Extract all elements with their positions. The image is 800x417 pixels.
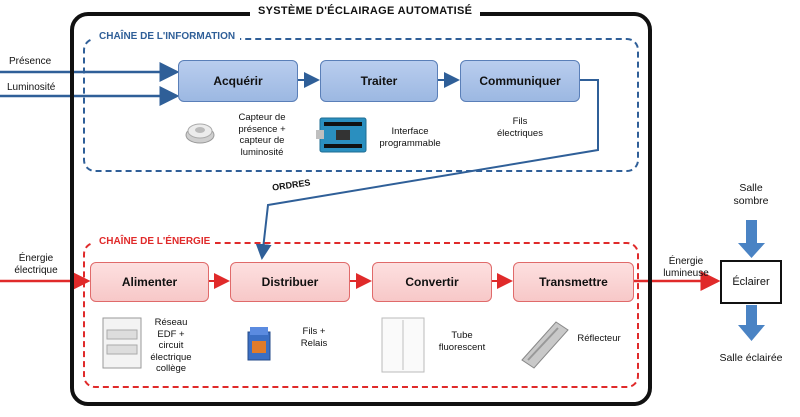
energie-electrique-label: Énergie électrique (14, 253, 58, 276)
caption-reseau: Réseau EDF + circuit électrique collège (150, 317, 192, 374)
block-alimenter: Alimenter (90, 262, 209, 302)
fluorescent-tube-icon (381, 317, 425, 373)
salle-sombre-arrow (738, 220, 765, 258)
block-communiquer: Communiquer (460, 60, 580, 102)
reflector-icon (521, 321, 569, 369)
energie-lumineuse-label: Énergie lumineuse (663, 256, 709, 279)
chain-energy-title: CHAÎNE DE L'ÉNERGIE (94, 236, 216, 247)
eclairer-box: Éclairer (720, 260, 782, 304)
caption-fils-relais: Fils + Relais (300, 326, 328, 349)
luminosite-label: Luminosité (7, 82, 56, 93)
electrical-panel-icon (102, 317, 142, 369)
caption-reflecteur: Réflecteur (577, 333, 621, 344)
caption-tube: Tube fluorescent (438, 330, 486, 353)
sensor-icon (185, 123, 215, 144)
block-convertir: Convertir (372, 262, 492, 302)
caption-capteur: Capteur de présence + capteur de luminos… (238, 112, 286, 158)
chain-energy-frame (83, 242, 639, 388)
block-transmettre: Transmettre (513, 262, 634, 302)
caption-interface: Interface programmable (379, 126, 441, 149)
block-distribuer: Distribuer (230, 262, 350, 302)
caption-fils-electriques: Fils électriques (497, 116, 543, 139)
relay-icon (247, 327, 271, 361)
arduino-board-icon (316, 117, 367, 153)
salle-eclairee-arrow (738, 305, 765, 341)
presence-label: Présence (9, 56, 52, 67)
ordres-arrow (255, 79, 599, 260)
salle-sombre-label: Salle sombre (733, 182, 769, 207)
block-traiter: Traiter (320, 60, 438, 102)
salle-eclairee-label: Salle éclairée (719, 352, 783, 364)
chain-information-frame (83, 38, 639, 172)
system-title: SYSTÈME D'ÉCLAIRAGE AUTOMATISÉ (250, 5, 481, 17)
block-acquerir: Acquérir (178, 60, 298, 102)
chain-information-title: CHAÎNE DE L'INFORMATION (94, 31, 241, 42)
